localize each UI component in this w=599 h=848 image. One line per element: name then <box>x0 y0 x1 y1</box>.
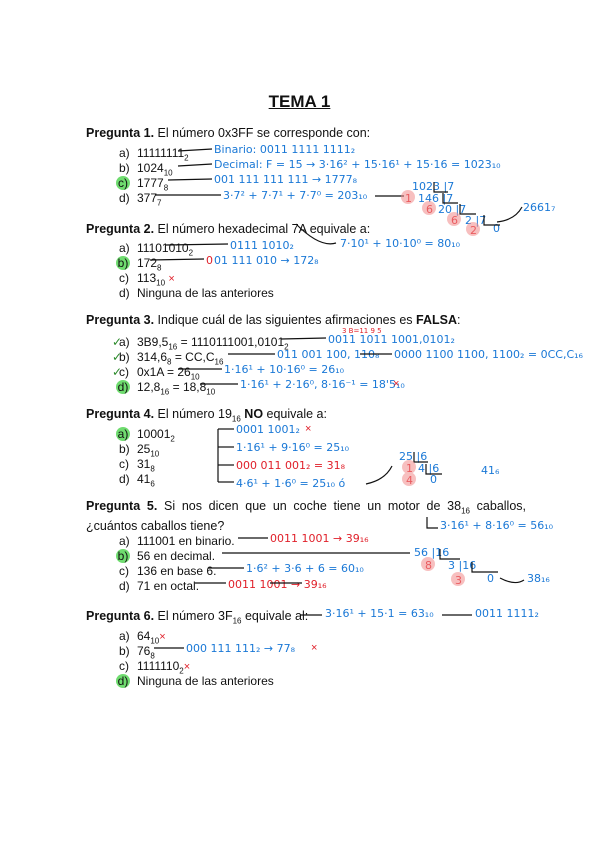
check-mark: ✓ <box>112 350 123 364</box>
q2-option-a: a)111010102 <box>119 241 194 258</box>
q1-remainder-2: 6 <box>426 203 433 216</box>
q1-note-decimal: Decimal: F = 15 → 3·16² + 15·16¹ + 15·16… <box>214 158 501 171</box>
q3-option-b: b)314,68 = CC,C16 <box>119 350 224 367</box>
q1-option-d: d)3777 <box>119 191 162 208</box>
q4-note-d: 4·6¹ + 1·6⁰ = 25₁₀ ó <box>236 477 346 490</box>
q6-note-top2: 0011 1111₂ <box>475 607 539 620</box>
q4-note-b: 1·16¹ + 9·16⁰ = 25₁₀ <box>236 441 350 454</box>
q5-option-d: d)71 en octal. <box>119 579 200 593</box>
q6-option-c: c)11111102× <box>119 659 191 676</box>
q1-note-base7: 3·7² + 7·7¹ + 7·7⁰ = 203₁₀ <box>223 189 368 202</box>
q4-note-a: 0001 1001₂ <box>236 423 300 436</box>
q5-option-b: b)56 en decimal. <box>116 549 216 563</box>
question-5: Pregunta 5. Si nos dicen que un coche ti… <box>86 499 527 533</box>
q5-option-a: a)111001 en binario. <box>119 534 235 548</box>
q2-note-hex: 7·10¹ + 10·10⁰ = 80₁₀ <box>340 237 461 250</box>
wrong-mark: × <box>168 273 175 285</box>
q5-division-2: 3 |16 <box>448 559 477 572</box>
q5-note-a: 0011 1001 → 39₁₆ <box>270 532 369 545</box>
question-1-text: El número 0x3FF se corresponde con: <box>154 126 371 140</box>
q5-remainder-2: 3 <box>455 574 462 587</box>
answer-highlight: b) <box>116 549 130 563</box>
question-3-false: FALSA <box>416 313 458 327</box>
page-title: TEMA 1 <box>268 92 331 111</box>
check-mark: ✓ <box>112 365 123 379</box>
q5-remainder-1: 8 <box>425 559 432 572</box>
q2-option-d: d)Ninguna de las anteriores <box>119 286 274 300</box>
q4-option-b: b)2510 <box>119 442 160 459</box>
q4-result: 41₆ <box>481 464 500 477</box>
q4-option-c: c)318 <box>119 457 155 474</box>
question-4: Pregunta 4. El número 1916 NO equivale a… <box>86 407 327 424</box>
question-1-label: Pregunta 1. <box>86 126 155 140</box>
answer-highlight: a) <box>116 427 130 441</box>
arrow-q1c <box>167 178 213 181</box>
question-1: Pregunta 1. El número 0x3FF se correspon… <box>86 126 526 141</box>
q3-note-a: 0011 1011 1001,0101₂ <box>328 333 455 346</box>
wrong-mark: × <box>183 661 191 673</box>
question-4-label: Pregunta 4. <box>86 407 155 421</box>
wrong-mark: × <box>305 423 312 435</box>
arrow-q1-curve <box>496 206 523 223</box>
q3-option-d: d)12,816 = 18,810 <box>116 380 216 397</box>
answer-highlight: d) <box>116 674 130 688</box>
q3-note-b-octal: 011 001 100, 110₈ <box>277 348 380 361</box>
q3-note-d: 1·16¹ + 2·16⁰, 8·16⁻¹ = 18'5₁₀ <box>240 378 405 391</box>
answer-highlight: b) <box>116 256 130 270</box>
q6-option-d: d)Ninguna de las anteriores <box>116 674 274 688</box>
answer-highlight: d) <box>116 380 130 394</box>
q5-option-c: c)136 en base 6. <box>119 564 217 578</box>
question-2-text: El número hexadecimal 7A equivale a: <box>154 222 371 236</box>
q6-option-a: a)6410× <box>119 629 166 646</box>
q5-division-3: 0 <box>487 572 494 585</box>
q1-note-binario: Binario: 0011 1111 1111₂ <box>214 143 356 156</box>
q4-option-a: a)100012 <box>116 427 175 444</box>
q4-remainder-2: 4 <box>406 474 413 487</box>
question-6: Pregunta 6. El número 3F16 equivale al: <box>86 609 309 626</box>
check-mark: ✓ <box>112 335 123 349</box>
q1-division-5: 0 <box>493 222 500 235</box>
q4-note-c: 000 011 001₂ = 31₈ <box>236 459 346 472</box>
q6-option-b: b)768 <box>119 644 155 661</box>
q1-remainder-1: 1 <box>405 192 412 205</box>
wrong-mark: × <box>159 631 166 643</box>
q5-note-top: 3·16¹ + 8·16⁰ = 56₁₀ <box>440 519 554 532</box>
q1-option-c: c)17778 <box>116 176 169 193</box>
q3-note-c: 1·16¹ + 10·16⁰ = 26₁₀ <box>224 363 345 376</box>
q2-note-b: 01 111 010 → 172₈ <box>214 254 319 267</box>
q1-option-b: b)102410 <box>119 161 173 178</box>
q6-note-top: 3·16¹ + 15·1 = 63₁₀ <box>325 607 434 620</box>
q2-option-c: c)11310 × <box>119 271 175 288</box>
q5-division-1: 56 |16 <box>414 546 450 559</box>
q2-note-a: 0111 1010₂ <box>230 239 294 252</box>
question-5-label: Pregunta 5. <box>86 499 158 513</box>
q3-option-a: a)3B9,516 = 1110111001,01012 <box>119 335 289 352</box>
q5-result: 38₁₆ <box>527 572 550 585</box>
wrong-mark: × <box>393 378 400 390</box>
q3-note-b: 0000 1100 1100, 1100₂ = 0CC,C₁₆ <box>394 348 583 361</box>
q3-top-digits: 3 B=11 9 5 <box>342 327 382 335</box>
question-2: Pregunta 2. El número hexadecimal 7A equ… <box>86 222 526 237</box>
arrow-q1b <box>177 163 213 167</box>
q6-note-b: 000 111 111₂ → 77₈ <box>186 642 296 655</box>
q1-note-octal: 001 111 111 111 → 1777₈ <box>214 173 358 186</box>
question-6-label: Pregunta 6. <box>86 609 155 623</box>
q4-division-3: 0 <box>430 473 437 486</box>
q2-note-red: 0 <box>206 254 213 267</box>
q5-note-d: 0011 1001 → 39₁₆ <box>228 578 327 591</box>
q2-option-b: b)1728 <box>116 256 162 273</box>
q5-note-c: 1·6² + 3·6 + 6 = 60₁₀ <box>246 562 364 575</box>
answer-highlight: c) <box>116 176 130 190</box>
q1-option-a: a)111111112 <box>119 146 189 163</box>
q1-result: 2661₇ <box>523 201 556 214</box>
q4-option-d: d)416 <box>119 472 155 489</box>
question-2-label: Pregunta 2. <box>86 222 155 236</box>
question-3-label: Pregunta 3. <box>86 313 155 327</box>
wrong-mark: × <box>311 642 318 654</box>
question-3: Pregunta 3. Indique cuál de las siguient… <box>86 313 461 327</box>
q3-option-c: c)0x1A = 2610 <box>119 365 200 382</box>
